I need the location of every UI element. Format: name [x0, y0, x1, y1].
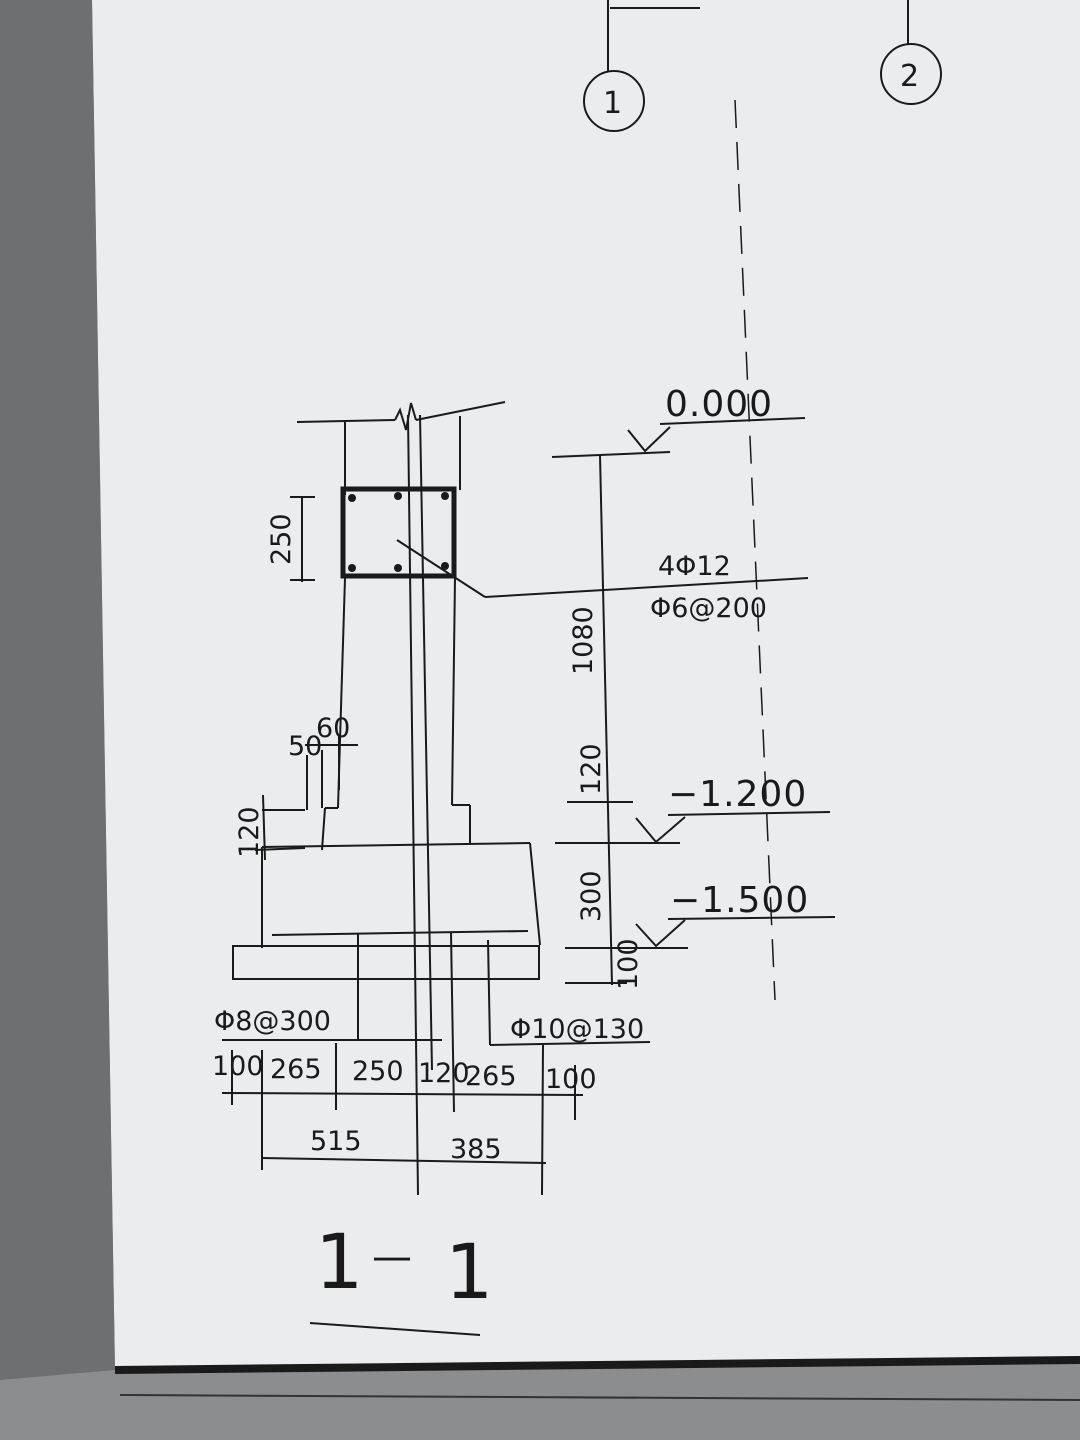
dim-1080: 1080	[568, 606, 599, 675]
cut-line-right	[415, 401, 506, 421]
blinding-layer	[232, 945, 540, 980]
axis-1-bubble	[583, 70, 645, 132]
beam-leader-diag	[396, 539, 486, 598]
level-1500-mark-line	[667, 916, 836, 920]
dim-60: 60	[316, 713, 350, 744]
break-mark	[394, 402, 417, 431]
dim-100-right: 100	[613, 938, 644, 990]
level-ground-label: 0.000	[665, 384, 773, 425]
dim-total-515: 515	[310, 1126, 362, 1157]
axis-1-label: 1	[603, 86, 622, 121]
beam-main-rebar-label: 4Φ12	[658, 551, 731, 582]
level-bottom-label: −1.500	[670, 880, 809, 921]
leader-phi10-horizontal	[489, 1041, 651, 1046]
dim-beam-height: 250	[266, 513, 297, 565]
dim-120-left-line	[262, 794, 266, 861]
section-title-underline	[309, 1322, 481, 1336]
leader-center-bar	[450, 932, 455, 1113]
pier-right-edge	[451, 577, 456, 806]
footing-top	[261, 842, 531, 848]
leader-phi10	[487, 939, 491, 1046]
sheet-bottom-edge	[114, 1356, 1080, 1374]
pier-left-edge	[339, 577, 346, 741]
axis-center-dashed	[734, 99, 776, 1001]
beam-rebar-dots	[348, 492, 449, 572]
beam-stirrup-label: Φ6@200	[650, 593, 767, 624]
bottom-rebar-line	[271, 930, 529, 936]
base-left-rebar-label: Φ8@300	[214, 1006, 331, 1037]
section-label-right: 1	[445, 1227, 493, 1316]
level-mid-label: −1.200	[668, 774, 807, 815]
dim-bottom-120: 120	[418, 1058, 470, 1089]
base-right-rebar-label: Φ10@130	[510, 1014, 644, 1045]
level-0-triangle	[627, 426, 671, 453]
dim-bottom-265-left: 265	[270, 1054, 322, 1085]
dim-120-left-bottom	[254, 847, 306, 851]
section-label-dash: —	[372, 1234, 412, 1280]
paper-sheet	[92, 0, 1080, 1370]
wall-axis-line-2	[419, 414, 433, 1071]
dim-bottom-250: 250	[352, 1056, 404, 1087]
footing-right-side	[529, 842, 541, 946]
dim-total-385: 385	[450, 1134, 502, 1165]
dim-bottom-100-right: 100	[545, 1064, 597, 1095]
dim-300: 300	[576, 870, 607, 922]
dim-bottom-265-right: 265	[465, 1061, 517, 1092]
page-shadow	[0, 0, 115, 1380]
dim-50: 50	[288, 731, 322, 762]
dim-tick-d	[541, 1044, 544, 1196]
beam-leader-horizontal	[484, 577, 809, 598]
dim-120-left: 120	[234, 806, 265, 858]
wall-axis-line	[407, 414, 419, 1196]
level-0-mark-line	[659, 417, 806, 425]
level-1200-triangle	[635, 816, 686, 844]
level-0-line	[551, 451, 671, 458]
level-1200-mark-line	[667, 811, 831, 816]
dim-bottom-100-left: 100	[212, 1051, 264, 1082]
dim-row-1-line	[221, 1092, 584, 1096]
elevation-dim-line	[599, 454, 613, 986]
axis-2-label: 2	[900, 59, 919, 94]
dim-120-right: 120	[576, 743, 607, 795]
axis-2-bubble	[880, 43, 942, 105]
level-1500-triangle	[635, 919, 686, 948]
step-left-lower	[321, 807, 326, 851]
dim-row-2-line	[261, 1157, 547, 1164]
sheet-bottom-edge-2	[119, 1394, 1080, 1401]
section-label-left: 1	[315, 1217, 363, 1306]
ground-beam-section	[340, 486, 457, 579]
